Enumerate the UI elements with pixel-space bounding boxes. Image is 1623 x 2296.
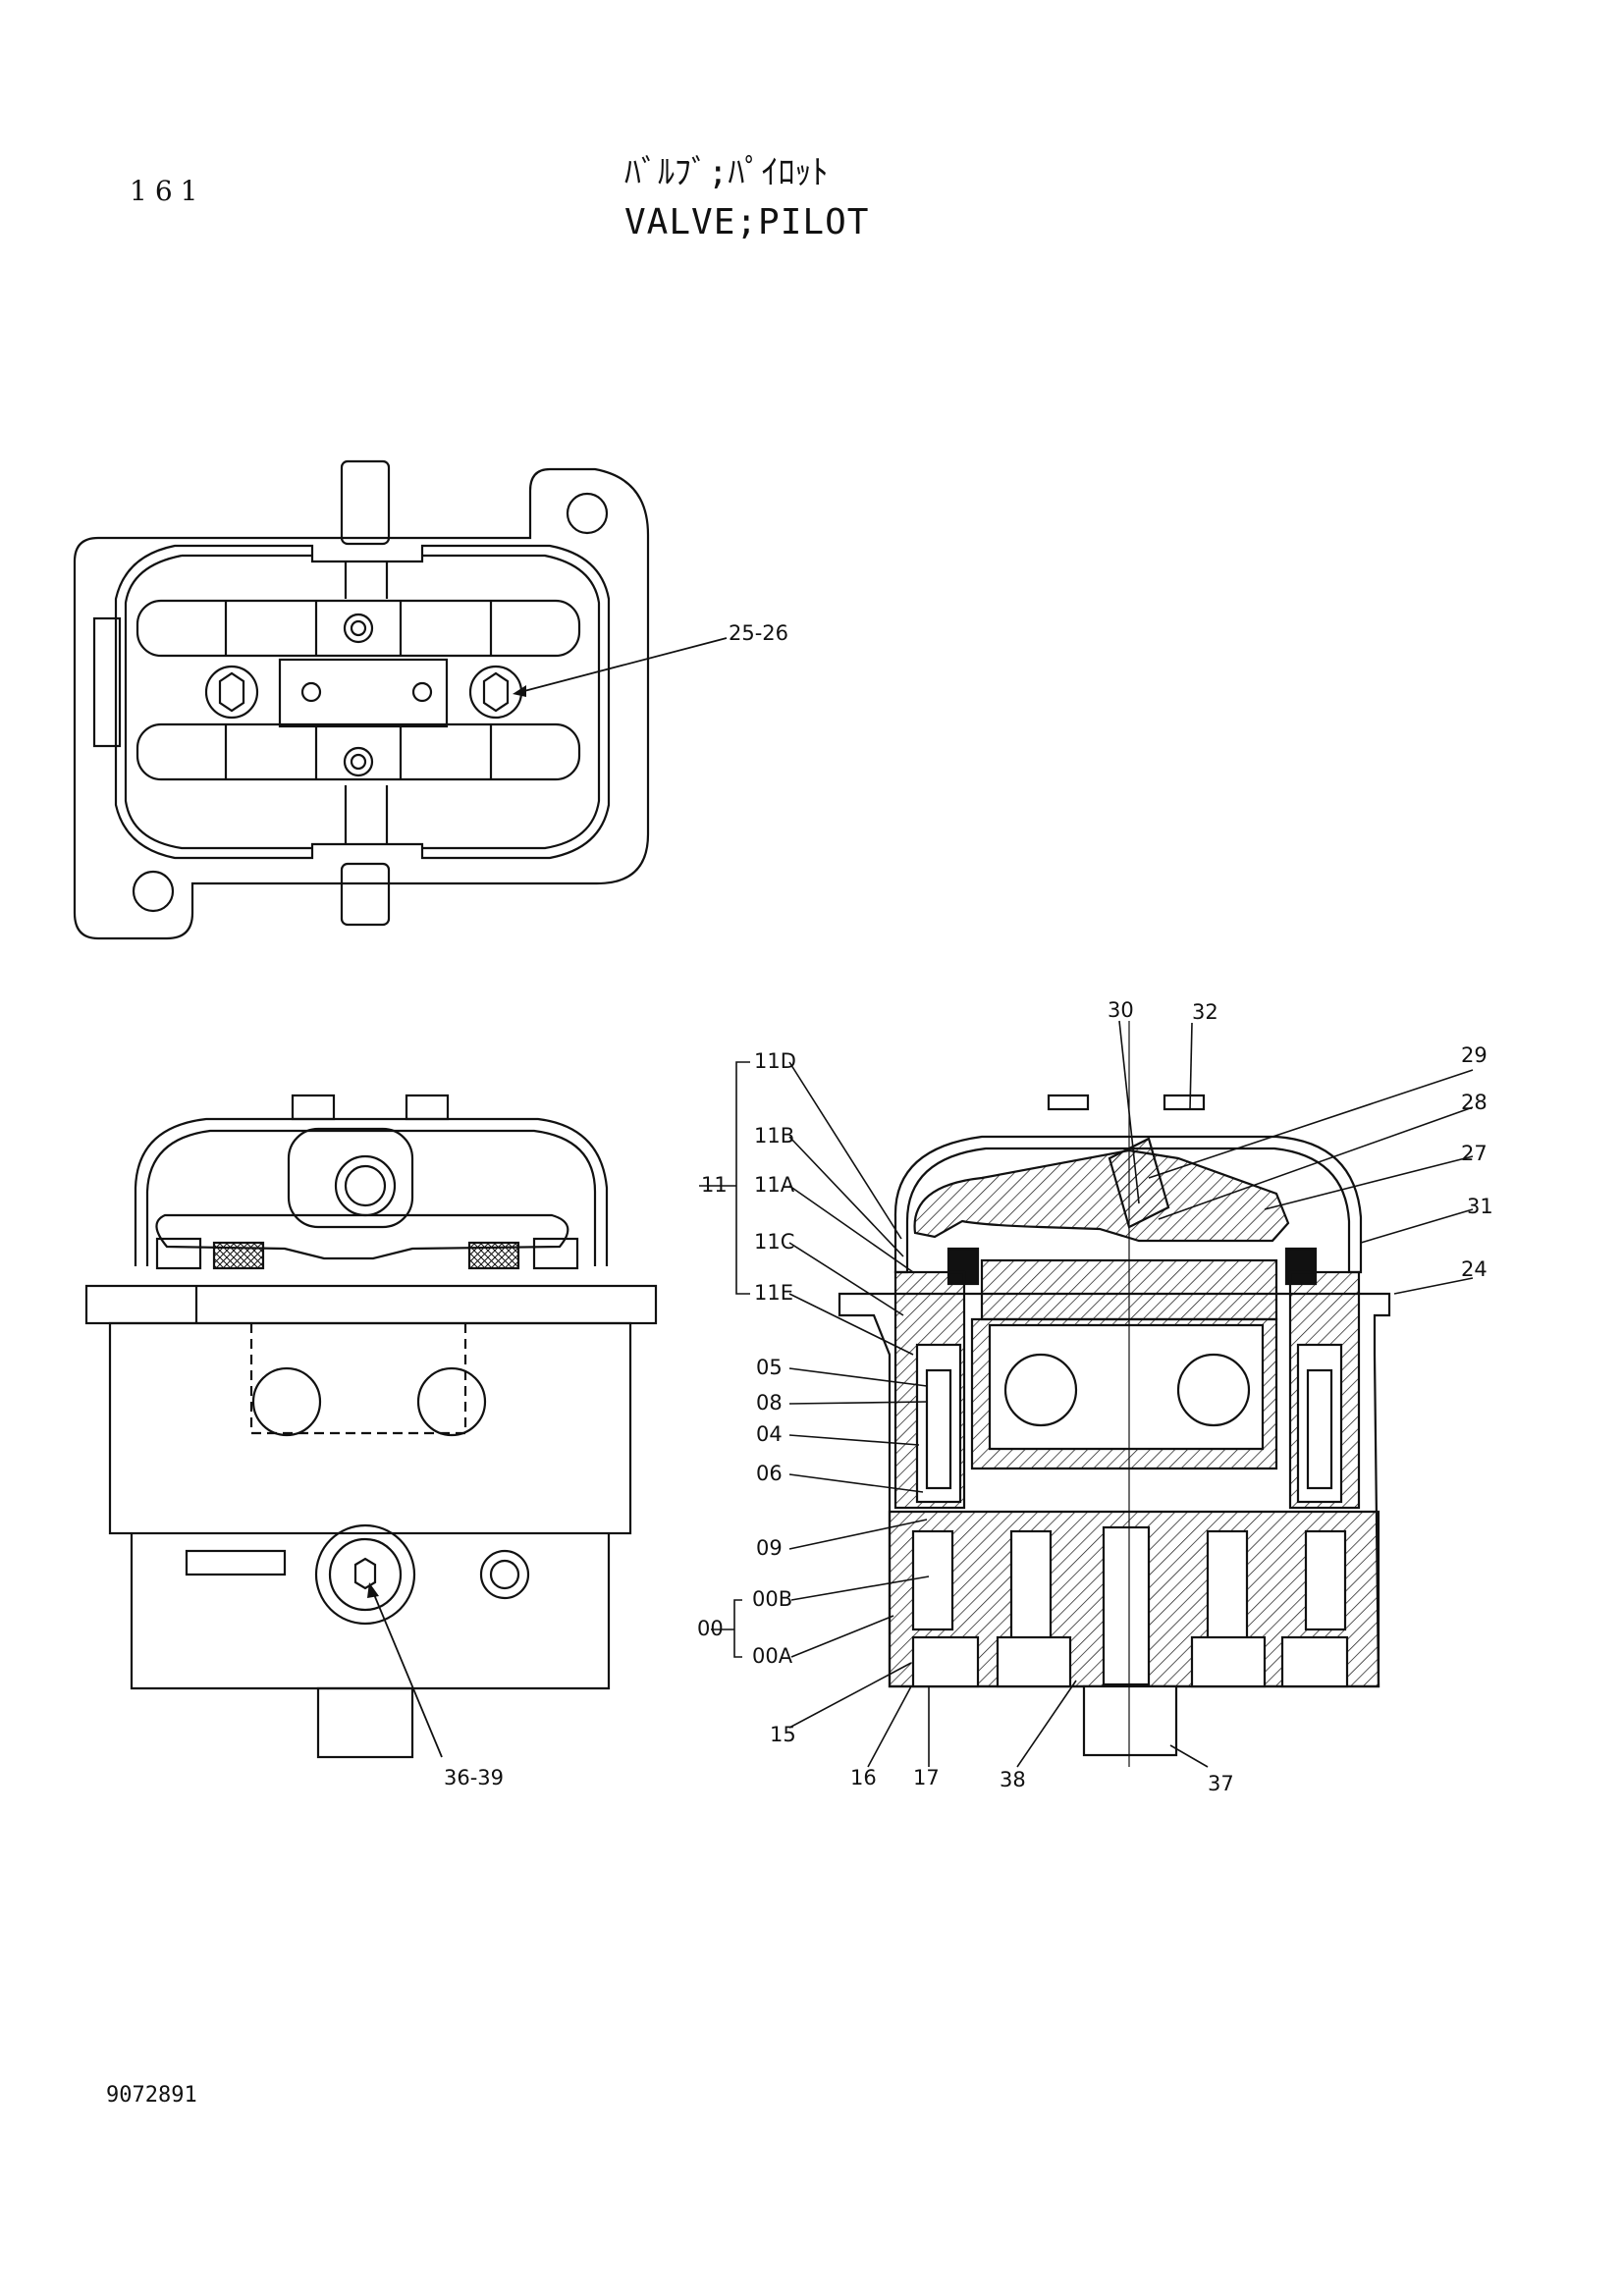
callout-11B: 11B: [754, 1124, 794, 1148]
callout-36-39: 36-39: [444, 1766, 504, 1789]
callout-30: 30: [1108, 998, 1134, 1022]
top-view-drawing: [73, 459, 650, 940]
callout-labels: 25-26 36-39 30 32 29 28 27 31 24 11 11D …: [444, 621, 1493, 1795]
callout-32: 32: [1192, 1000, 1218, 1024]
callout-00B: 00B: [752, 1587, 792, 1611]
title-japanese: ﾊﾞﾙﾌﾞ;ﾊﾟｲﾛｯﾄ: [624, 153, 829, 192]
front-view-drawing: [84, 1094, 658, 1759]
callout-16: 16: [850, 1766, 877, 1789]
callout-group-11: 11: [701, 1173, 728, 1197]
callout-24: 24: [1461, 1257, 1488, 1281]
callout-00A: 00A: [752, 1644, 793, 1668]
callout-17: 17: [913, 1766, 940, 1789]
section-callout-leaders: [699, 1020, 1474, 1768]
callout-29: 29: [1461, 1043, 1488, 1067]
callout-37: 37: [1208, 1772, 1234, 1795]
callout-11A: 11A: [754, 1173, 795, 1197]
callout-11D: 11D: [754, 1049, 796, 1073]
callout-28: 28: [1461, 1091, 1488, 1114]
callout-06: 06: [756, 1462, 783, 1485]
callout-27: 27: [1461, 1142, 1488, 1165]
callout-04: 04: [756, 1422, 783, 1446]
callout-31: 31: [1467, 1195, 1493, 1218]
callout-group-00: 00: [697, 1617, 724, 1640]
callout-leader-25-26: [513, 637, 728, 697]
drawing-number: 9072891: [106, 2083, 197, 2108]
section-view-drawing: [838, 1021, 1391, 1767]
callout-09: 09: [756, 1536, 783, 1560]
page-number: 161: [130, 175, 206, 207]
callout-11E: 11E: [754, 1281, 793, 1305]
callout-leader-36-39: [367, 1582, 443, 1758]
title-english: VALVE;PILOT: [624, 202, 870, 242]
callout-38: 38: [1000, 1768, 1026, 1791]
callout-08: 08: [756, 1391, 783, 1415]
callout-05: 05: [756, 1356, 783, 1379]
callout-15: 15: [770, 1723, 796, 1746]
callout-25-26: 25-26: [729, 621, 788, 645]
callout-11C: 11C: [754, 1230, 794, 1254]
